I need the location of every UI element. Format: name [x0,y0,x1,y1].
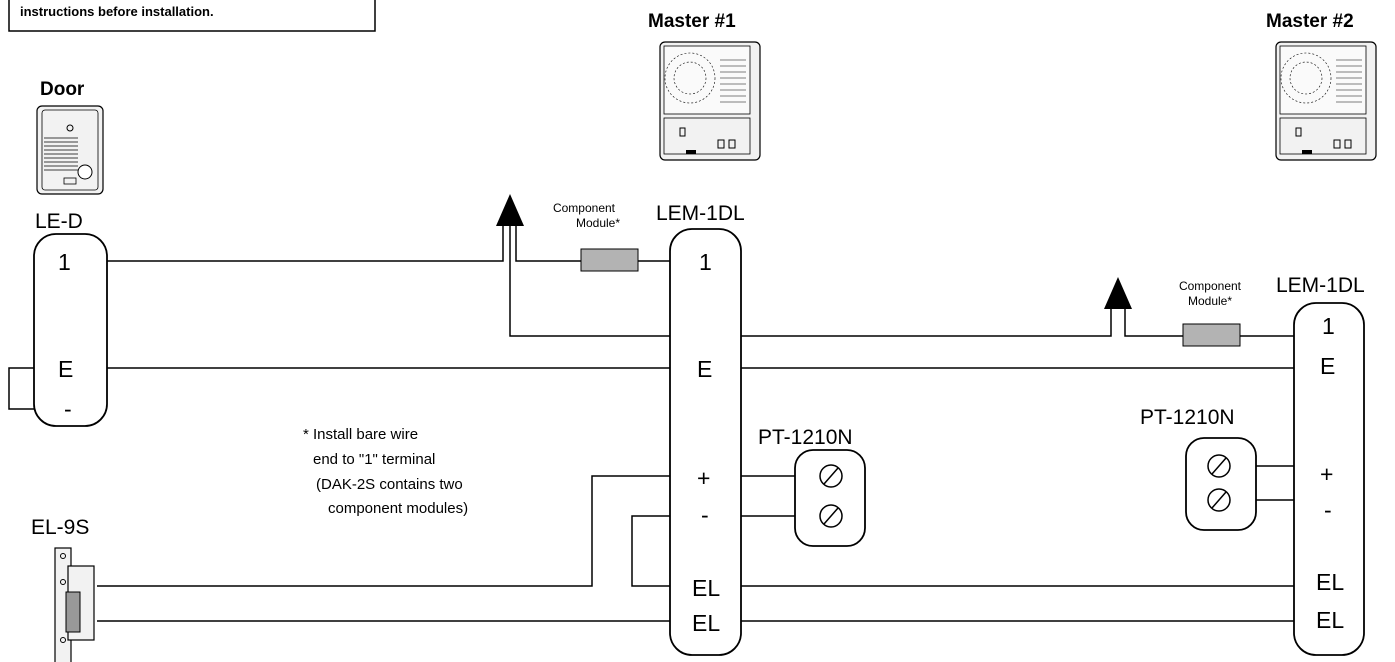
component-module-2-line2: Module* [1188,294,1232,308]
lem1-terminal-plus: + [697,465,710,491]
master1-terminal-block: LEM-1DL 1 E + - EL EL [656,202,745,656]
notice-text: instructions before installation. [20,4,214,19]
footnote-line1: * Install bare wire [303,426,418,443]
footnote-line2: end to "1" terminal [313,451,435,468]
lem1-terminal-1: 1 [699,249,712,275]
lem2-terminal-1: 1 [1322,313,1335,339]
master2-terminal-block: LEM-1DL 1 E + - EL EL [1276,274,1365,656]
master1-station-illustration [659,41,761,161]
lem1-terminal-el2: EL [692,610,720,636]
splice-arrow-master2 [1104,277,1132,309]
header-master2: Master #2 [1266,11,1354,32]
lem2-terminal-el1: EL [1316,569,1344,595]
component-module-1-line1: Component [553,201,616,215]
component-module-2: Component Module* [1179,279,1242,347]
master1-unit-label: LEM-1DL [656,202,745,225]
footnote: * Install bare wire end to "1" terminal … [303,426,468,517]
header-door: Door [40,79,85,100]
door-station-label: LE-D [35,210,83,233]
electric-strike-illustration [54,547,95,662]
lem1-terminal-minus: - [701,502,709,528]
header-master1: Master #1 [648,11,736,32]
footnote-line4: component modules) [328,500,468,517]
wires [8,226,1294,622]
lem2-terminal-minus: - [1324,497,1332,523]
led-terminal-1: 1 [58,249,71,275]
master2-unit-label: LEM-1DL [1276,274,1365,297]
led-terminal-e: E [58,356,73,382]
lem2-terminal-el2: EL [1316,607,1344,633]
power-supply-2-label: PT-1210N [1140,406,1235,429]
footnote-line3: (DAK-2S contains two [316,476,463,493]
lem1-terminal-el1: EL [692,575,720,601]
component-module-1-line2: Module* [576,216,620,230]
component-module-2-line1: Component [1179,279,1242,293]
lem2-terminal-plus: + [1320,461,1333,487]
power-supply-1-label: PT-1210N [758,426,853,449]
notice-box: instructions before installation. [8,0,376,32]
power-supply-2: PT-1210N [1140,406,1257,531]
lem2-terminal-e: E [1320,353,1335,379]
master2-station-illustration [1275,41,1377,161]
led-terminal-minus: - [64,396,72,422]
electric-strike-label: EL-9S [31,516,89,539]
door-station-terminal-block: LE-D 1 E - [33,210,108,427]
power-supply-1: PT-1210N [758,426,866,547]
lem1-terminal-e: E [697,356,712,382]
component-module-1: Component Module* [553,201,639,272]
door-station-illustration [36,105,104,195]
splice-arrow-master1 [496,194,524,226]
